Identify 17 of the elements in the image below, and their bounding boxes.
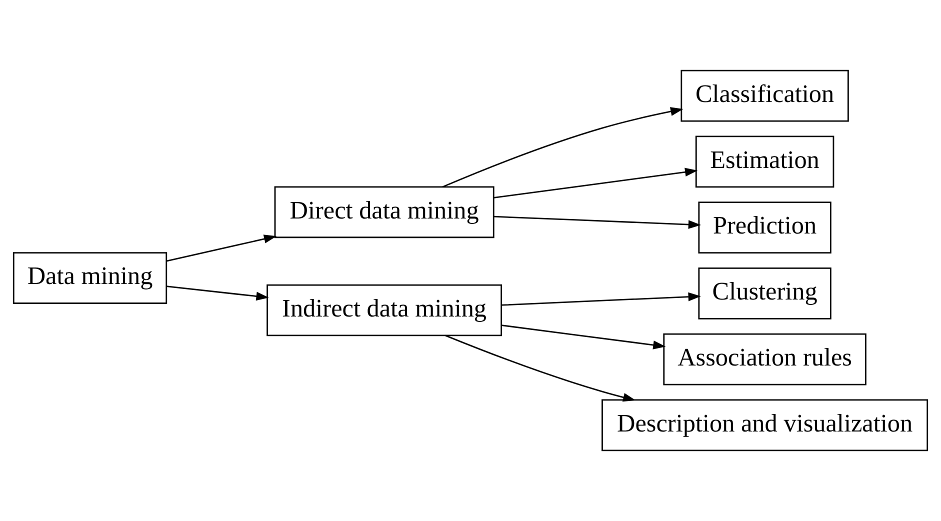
arrow [166,234,277,262]
node-box: Data mining [12,252,168,304]
node-box: Direct data mining [274,186,494,238]
node-box: Description and visualization [602,399,928,452]
node-box: Prediction [698,202,832,254]
node-box: Estimation [695,136,834,188]
arrow [502,324,666,350]
node-box: Classification [680,70,849,122]
arrow [494,216,702,229]
arrow [445,334,636,402]
arrow [442,107,684,188]
arrow [502,292,701,306]
node-box: Indirect data mining [266,284,502,336]
arrow [166,286,269,301]
node-box: Clustering [698,268,832,320]
node-box: Association rules [663,333,866,386]
arrow [494,168,698,198]
